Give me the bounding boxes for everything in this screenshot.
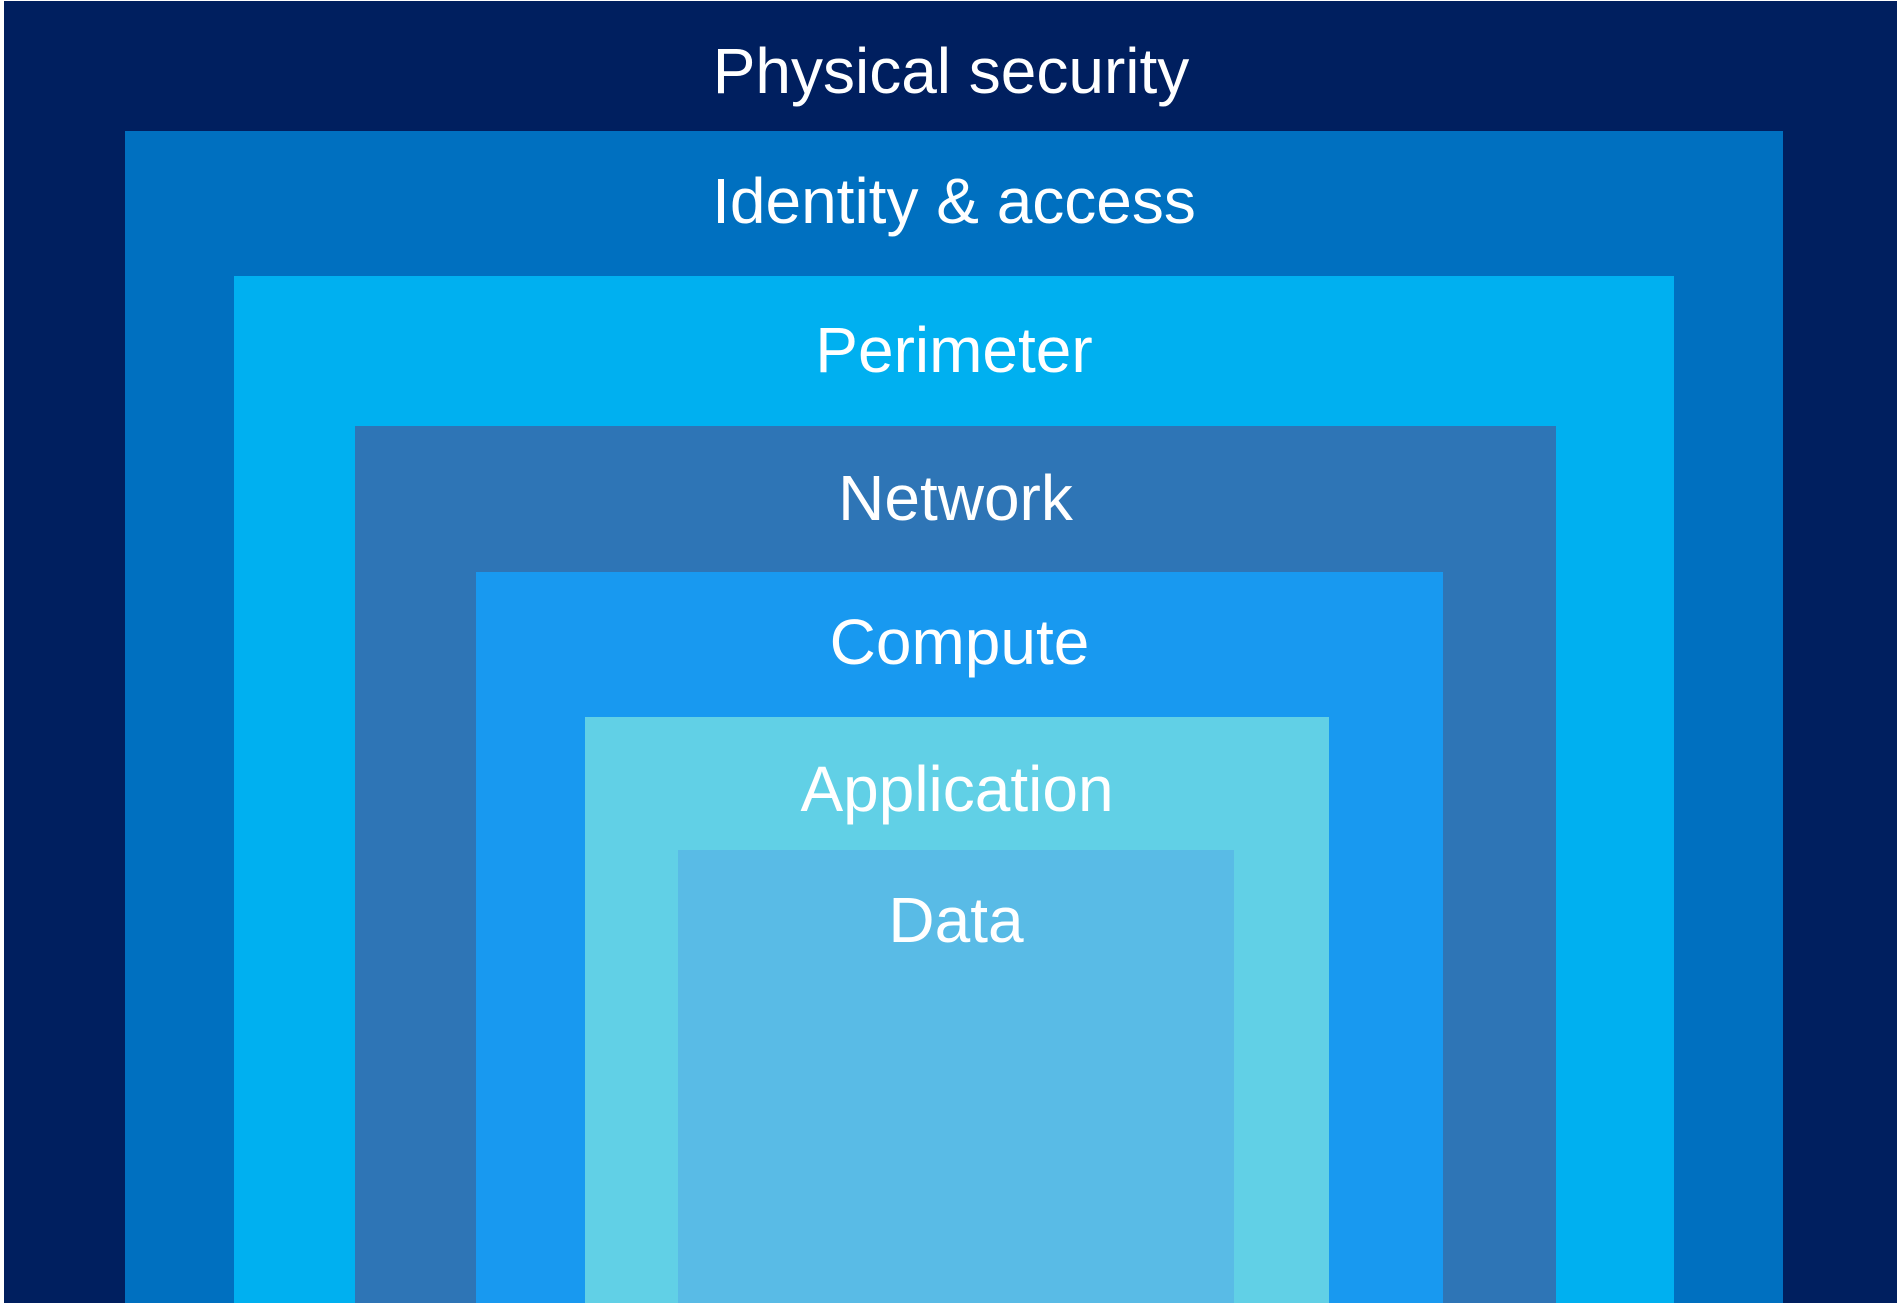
layer-label-identity-access: Identity & access: [712, 165, 1196, 237]
layer-data: Data: [678, 850, 1234, 1303]
layer-network: Network Compute Application Data: [355, 426, 1556, 1303]
layer-identity-access: Identity & access Perimeter Network Comp…: [125, 131, 1783, 1303]
layer-physical-security: Physical security Identity & access Peri…: [4, 1, 1897, 1303]
layer-perimeter: Perimeter Network Compute Application Da…: [234, 276, 1674, 1303]
layer-label-application: Application: [800, 753, 1114, 825]
layer-label-data: Data: [888, 884, 1024, 956]
layer-compute: Compute Application Data: [476, 572, 1443, 1303]
layer-label-network: Network: [838, 462, 1073, 534]
layer-label-physical-security: Physical security: [712, 35, 1190, 107]
layer-label-perimeter: Perimeter: [815, 314, 1093, 386]
layer-application: Application Data: [585, 717, 1329, 1303]
bottom-margin: [0, 1303, 1897, 1306]
layer-label-compute: Compute: [829, 606, 1090, 678]
